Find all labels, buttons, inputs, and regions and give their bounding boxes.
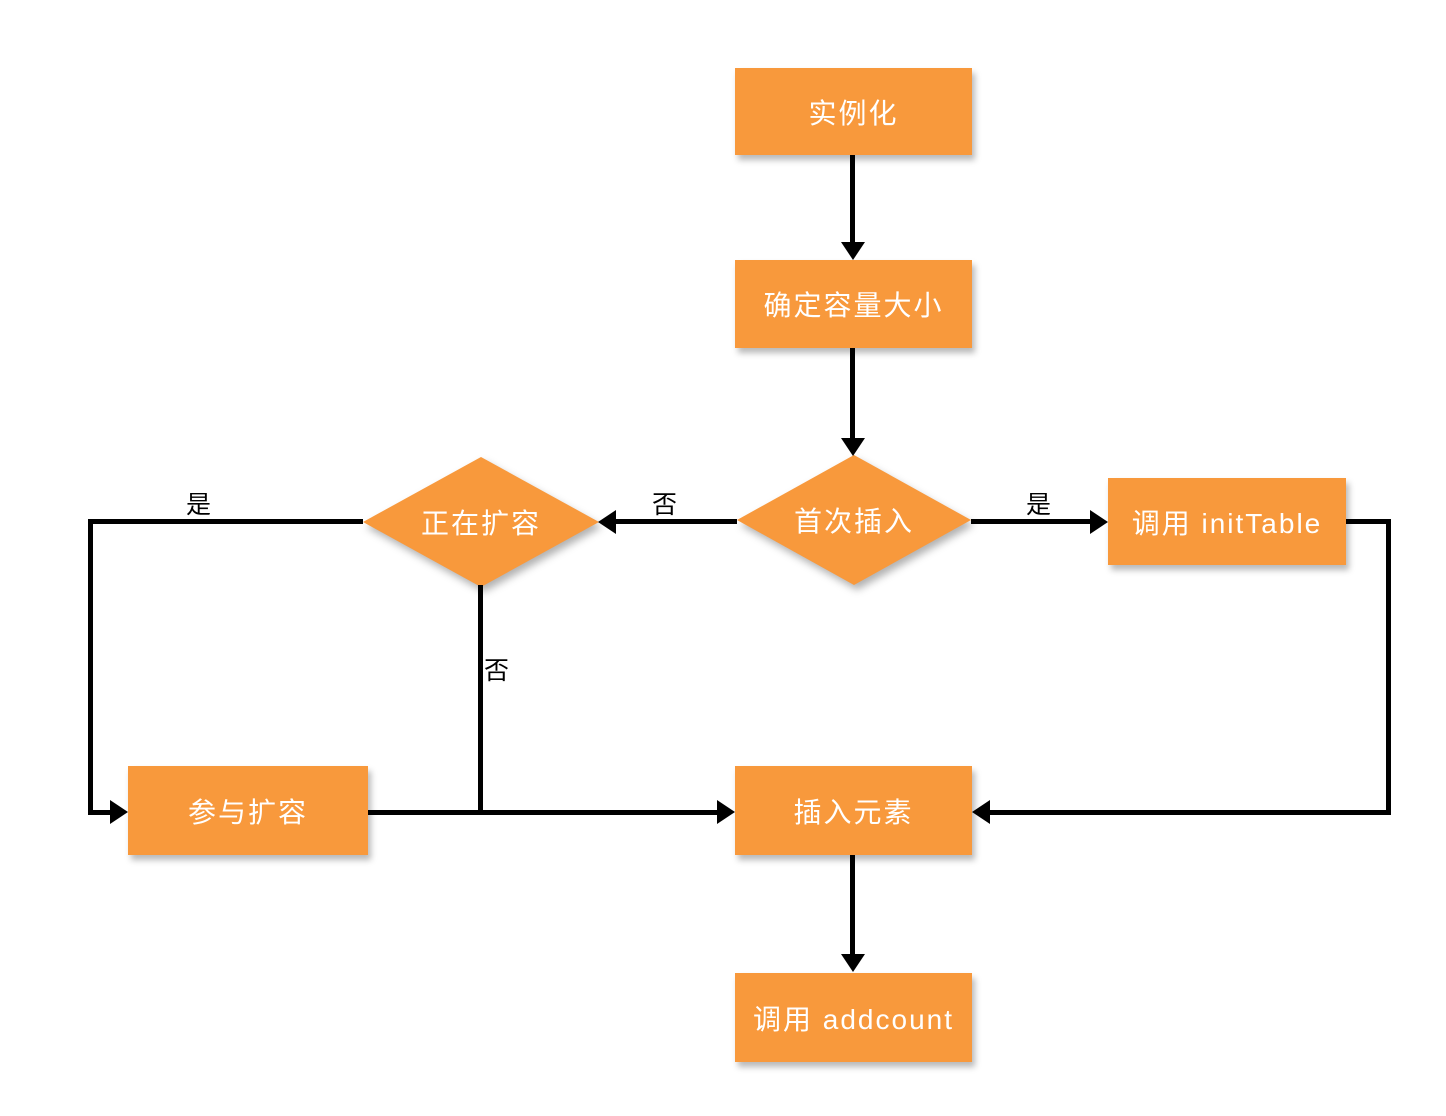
arrowhead-down-icon xyxy=(841,438,865,456)
connector-insert-element-to-call-addcount xyxy=(850,855,855,956)
node-is-expanding-label: 正在扩容 xyxy=(420,508,541,539)
node-call-addcount: 调用 addcount xyxy=(735,973,972,1062)
node-call-inittable-label: 调用 initTable xyxy=(1131,507,1323,539)
node-first-insert-label: 首次插入 xyxy=(793,506,914,537)
node-call-inittable: 调用 initTable xyxy=(1108,478,1346,565)
edge-label-first-insert-yes: 是 xyxy=(1026,491,1052,519)
connector-first-insert-to-call-inittable xyxy=(971,519,1092,524)
connector-call-inittable-to-insert-element xyxy=(1386,519,1391,815)
connector-instantiate-to-determine-capacity xyxy=(850,155,855,245)
node-participate-expansion: 参与扩容 xyxy=(128,766,368,855)
node-is-expanding: 正在扩容 xyxy=(363,457,599,587)
arrowhead-left-icon xyxy=(598,510,616,534)
node-determine-capacity-label: 确定容量大小 xyxy=(763,290,944,321)
arrowhead-left-icon xyxy=(972,800,990,824)
node-first-insert: 首次插入 xyxy=(737,455,971,585)
connector-determine-capacity-to-first-insert xyxy=(850,348,855,441)
connector-call-inittable-to-insert-element xyxy=(1346,519,1391,524)
edge-label-is-expanding-no: 否 xyxy=(484,657,510,685)
connector-participate-expansion-to-insert-element xyxy=(368,810,718,815)
node-instantiate-label: 实例化 xyxy=(808,97,899,129)
first-insert-diamond: 首次插入 xyxy=(737,455,971,585)
arrowhead-down-icon xyxy=(841,242,865,260)
connector-call-inittable-to-insert-element xyxy=(989,810,1391,815)
edge-label-is-expanding-yes: 是 xyxy=(186,491,212,519)
is-expanding-diamond: 正在扩容 xyxy=(363,457,599,587)
connector-is-expanding-to-participate-expansion xyxy=(88,519,93,815)
node-insert-element: 插入元素 xyxy=(735,766,972,855)
arrowhead-right-icon xyxy=(110,800,128,824)
node-insert-element-label: 插入元素 xyxy=(793,796,914,828)
edge-label-first-insert-no: 否 xyxy=(652,491,678,519)
arrowhead-down-icon xyxy=(841,954,865,972)
connector-first-insert-to-is-expanding xyxy=(615,519,737,524)
node-instantiate: 实例化 xyxy=(735,68,972,155)
connector-is-expanding-to-insert-element xyxy=(478,585,483,815)
node-determine-capacity: 确定容量大小 xyxy=(735,260,972,348)
node-participate-expansion-label: 参与扩容 xyxy=(187,796,308,828)
connector-is-expanding-to-participate-expansion xyxy=(88,519,363,524)
arrowhead-right-icon xyxy=(1090,510,1108,534)
connector-is-expanding-to-participate-expansion xyxy=(88,810,112,815)
node-call-addcount-label: 调用 addcount xyxy=(753,1003,954,1035)
arrowhead-right-icon xyxy=(717,800,735,824)
